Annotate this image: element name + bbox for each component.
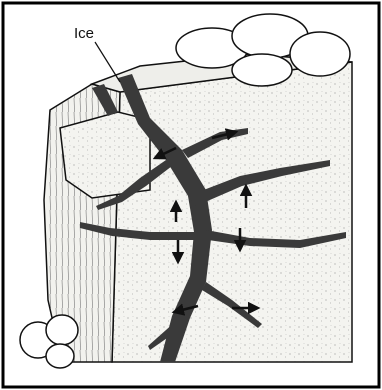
ice-label: Ice	[74, 25, 94, 42]
rock-front-face	[112, 62, 352, 362]
